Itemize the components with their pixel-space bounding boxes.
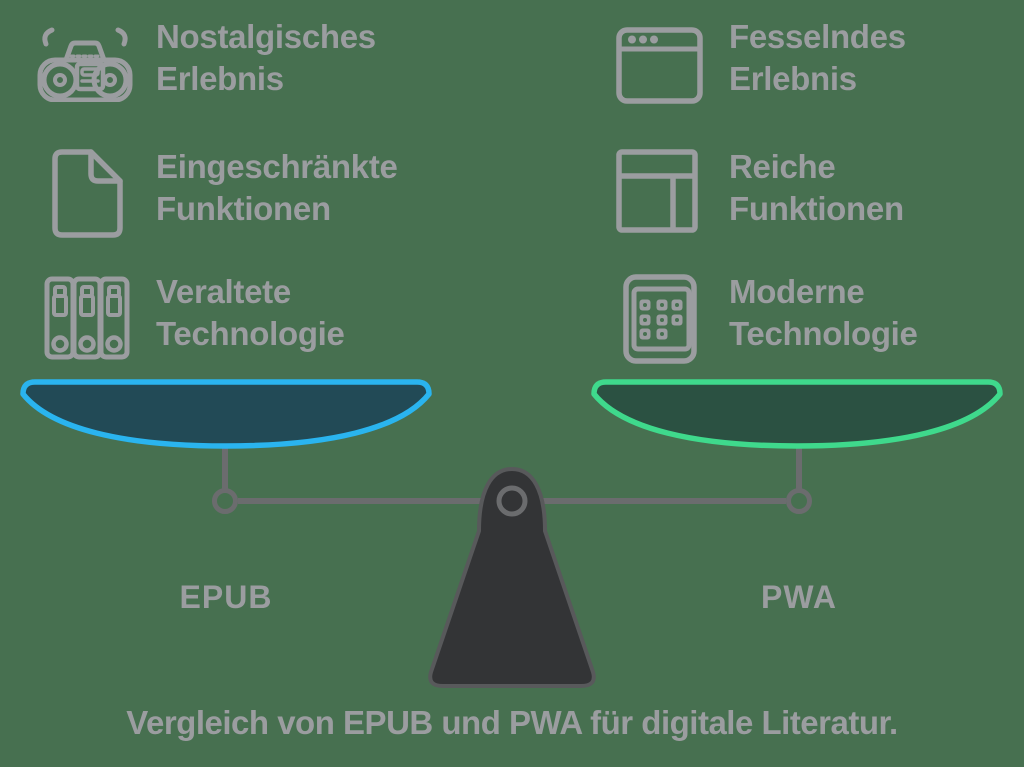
feature-line: Funktionen <box>729 190 904 227</box>
feature-line: Erlebnis <box>729 60 857 97</box>
right-pan-stem <box>796 444 802 489</box>
epub-label: EPUB <box>179 579 273 615</box>
feature-moderne-technologie: Moderne Technologie <box>729 271 918 355</box>
feature-line: Reiche <box>729 148 836 185</box>
feature-line: Nostalgisches <box>156 18 376 55</box>
feature-line: Technologie <box>729 315 918 352</box>
browser-window-icon <box>616 27 703 104</box>
left-pivot-ring <box>212 488 238 514</box>
scale-fulcrum <box>428 467 596 688</box>
feature-eingeschraenkte-funktionen: Eingeschränkte Funktionen <box>156 146 398 230</box>
feature-reiche-funktionen: Reiche Funktionen <box>729 146 904 230</box>
binders-icon <box>44 276 130 360</box>
right-pivot-ring <box>786 488 812 514</box>
feature-line: Moderne <box>729 273 865 310</box>
fulcrum-pivot-ring <box>496 485 528 517</box>
feature-veraltete-technologie: Veraltete Technologie <box>156 271 345 355</box>
feature-line: Fesselndes <box>729 18 906 55</box>
epub-pan <box>20 379 432 449</box>
left-pan-stem <box>222 444 228 489</box>
feature-line: Funktionen <box>156 190 331 227</box>
document-icon <box>52 149 123 238</box>
feature-line: Erlebnis <box>156 60 284 97</box>
pwa-label: PWA <box>761 579 837 615</box>
feature-line: Eingeschränkte <box>156 148 398 185</box>
feature-line: Technologie <box>156 315 345 352</box>
feature-fesselndes-erlebnis: Fesselndes Erlebnis <box>729 16 906 100</box>
feature-line: Veraltete <box>156 273 291 310</box>
keypad-icon <box>623 274 697 364</box>
caption: Vergleich von EPUB und PWA für digitale … <box>126 704 898 741</box>
boombox-icon <box>37 27 133 102</box>
feature-nostalgisches-erlebnis: Nostalgisches Erlebnis <box>156 16 376 100</box>
layout-icon <box>616 149 698 233</box>
pwa-pan <box>591 379 1003 449</box>
